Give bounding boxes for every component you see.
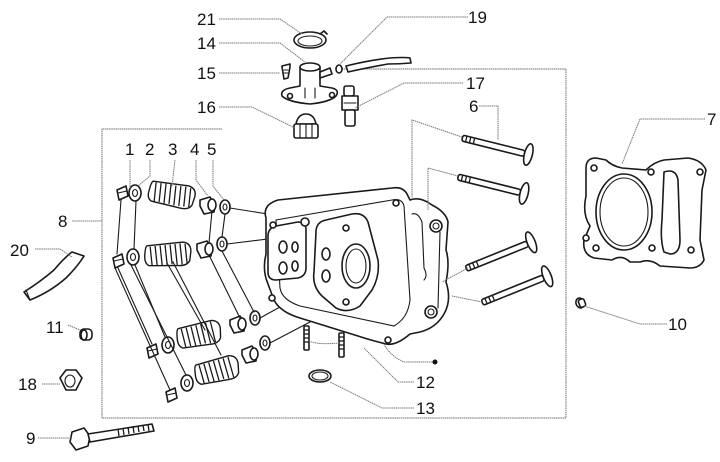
reference-dot [432,359,438,365]
screw-part-15 [281,63,291,80]
callout-6: 6 [469,97,478,116]
leader-lines [35,16,705,439]
nut-part-18 [59,369,83,391]
callout-21: 21 [197,10,216,29]
clamp-part-21 [293,30,328,49]
callout-19: 19 [468,8,487,27]
callout-2: 2 [145,140,154,159]
callout-1: 1 [125,140,134,159]
callout-labels: 21 14 15 16 19 17 6 7 1 2 3 4 5 8 20 11 … [10,8,716,448]
valve-train-upper-2 [112,236,228,269]
valve-spring-upper-1 [147,180,196,210]
callout-8: 8 [58,212,67,231]
callout-17: 17 [466,74,485,93]
callout-14: 14 [197,34,216,53]
stud-bolts [303,325,345,358]
head-bolt-part-9 [69,423,155,451]
callout-13: 13 [416,399,435,418]
callout-3: 3 [168,140,177,159]
callout-11: 11 [46,318,64,337]
callout-20: 20 [10,241,29,260]
callout-12: 12 [416,373,435,392]
callout-18: 18 [18,375,37,394]
thermostat-cover-part-14 [280,62,339,105]
callout-10: 10 [668,315,687,334]
assembly-frame [101,68,567,419]
callout-7: 7 [707,110,716,129]
callout-15: 15 [197,64,216,83]
temperature-sensor-part-17 [341,85,359,127]
callout-16: 16 [197,98,216,117]
head-gasket-part-7 [582,157,707,269]
valves-part-6 [411,119,554,306]
valve-train-lower-2 [165,335,271,403]
callout-4: 4 [190,140,199,159]
dowel-pin-part-11 [79,328,93,341]
cylinder-head-part [263,186,450,358]
valve-train-upper [116,180,231,215]
callout-5: 5 [207,140,216,159]
hose-part-19 [335,56,412,74]
thermostat-part-16 [293,113,319,139]
hose-part-20 [23,251,85,301]
valve-train-lower-1 [146,310,261,359]
dowel-pin-part-10 [575,297,587,309]
o-ring-part-13 [308,369,332,383]
callout-9: 9 [26,429,35,448]
